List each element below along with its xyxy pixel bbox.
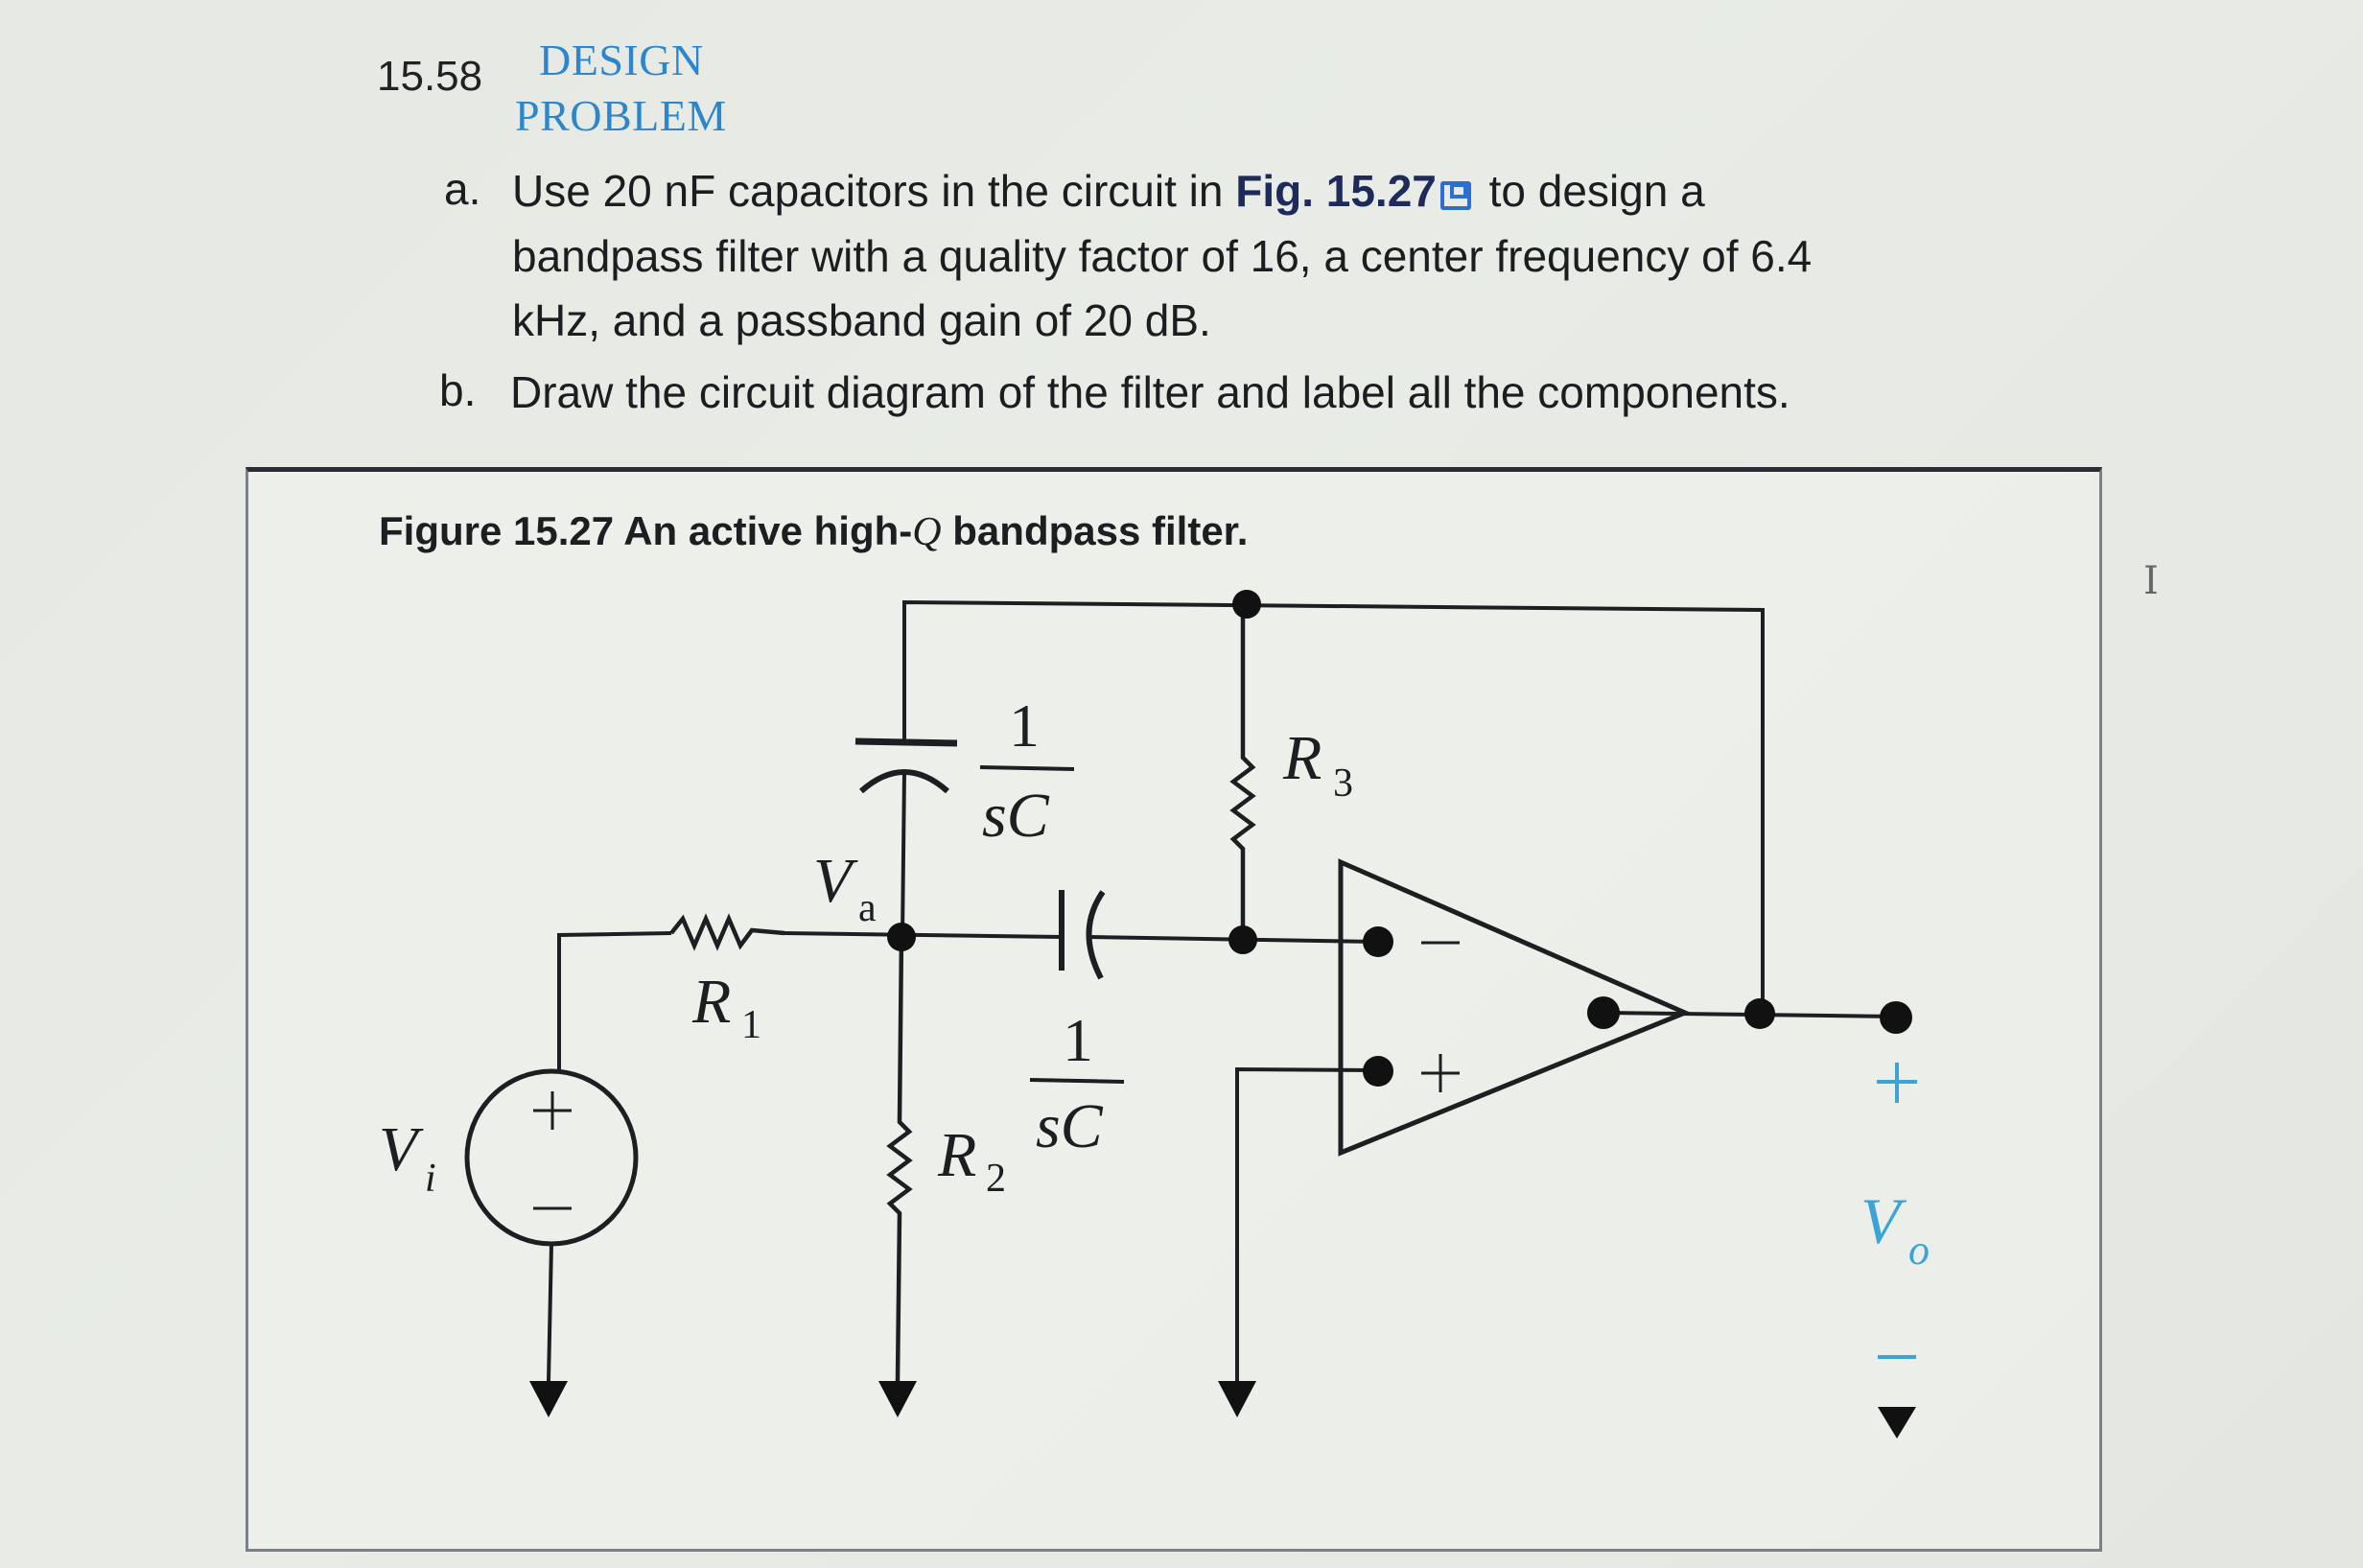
part-a-marker: a.: [444, 164, 481, 214]
design-problem-tag-line1: DESIGN: [539, 35, 704, 84]
top-feedback-wire: [902, 599, 1765, 1013]
part-a-line1: Use 20 nF capacitors in the circuit in F…: [512, 165, 1705, 217]
ground-opamp-icon: [1218, 1381, 1256, 1417]
label-r1: R: [691, 967, 731, 1037]
r3-resistor: [1229, 602, 1256, 938]
caption-text: Figure 15.27 An active high-: [379, 508, 913, 553]
top-capacitor-lead: [901, 771, 906, 938]
caption-text-end: bandpass filter.: [941, 508, 1249, 553]
caption-q: Q: [912, 510, 942, 554]
top-capacitor-plate: [854, 737, 958, 747]
label-r2-sub: 2: [986, 1157, 1006, 1201]
r2-resistor: [886, 936, 913, 1382]
label-va: V: [813, 846, 858, 916]
opamp-inverting-input: [1363, 926, 1393, 957]
label-vi: V: [379, 1114, 424, 1184]
node-top: [1232, 590, 1261, 619]
source-ground-wire: [547, 1243, 553, 1382]
input-wire: [557, 931, 672, 1071]
series-cap-fraction-bar: [1029, 1078, 1125, 1084]
problem-number: 15.58: [377, 53, 483, 100]
part-b-line1: Draw the circuit diagram of the filter a…: [510, 367, 1790, 417]
part-a-line1-post: to design a: [1476, 166, 1705, 216]
label-va-sub: a: [858, 886, 877, 930]
label-vo-sub: o: [1908, 1227, 1930, 1274]
top-cap-numerator: 1: [1009, 691, 1040, 760]
ground-output-icon: [1878, 1407, 1916, 1439]
noninverting-ground-wire: [1235, 1066, 1376, 1381]
label-r3: R: [1282, 723, 1322, 793]
opamp-noninverting-input: [1363, 1056, 1393, 1087]
series-cap-numerator: 1: [1063, 1006, 1093, 1074]
part-a-line2: bandpass filter with a quality factor of…: [512, 231, 1813, 281]
label-r1-sub: 1: [741, 1003, 761, 1047]
part-a-line3: kHz, and a passband gain of 20 dB.: [512, 295, 1211, 345]
label-vo: V: [1860, 1184, 1907, 1257]
node-r3-bottom: [1228, 925, 1257, 954]
middle-wire-left: [784, 931, 1063, 939]
ground-source-icon: [529, 1381, 568, 1417]
part-a-line1-pre: Use 20 nF capacitors in the circuit in: [512, 166, 1236, 216]
top-cap-fraction-bar: [979, 765, 1075, 771]
series-capacitor-curved-plate: [1086, 890, 1106, 980]
series-cap-denominator: sC: [1036, 1091, 1104, 1161]
design-problem-tag-line2: PROBLEM: [515, 91, 727, 140]
figure-caption: Figure 15.27 An active high-Q bandpass f…: [379, 508, 1248, 555]
label-r3-sub: 3: [1333, 761, 1353, 806]
op-amp: [1338, 858, 1692, 1157]
label-vi-sub: i: [425, 1157, 436, 1201]
text-cursor-icon: I: [2143, 559, 2159, 603]
label-r2: R: [937, 1120, 976, 1190]
output-terminal: [1880, 1001, 1912, 1034]
figure-frame: [246, 467, 2102, 1552]
node-output: [1744, 998, 1775, 1029]
node-va: [887, 923, 916, 951]
external-link-icon[interactable]: [1439, 181, 1471, 210]
ground-r2-icon: [878, 1381, 917, 1417]
figure-reference-link[interactable]: Fig. 15.27: [1235, 166, 1437, 216]
top-cap-denominator: sC: [982, 781, 1050, 851]
opamp-output-pin: [1587, 996, 1620, 1029]
r1-resistor: [669, 913, 785, 951]
part-b-marker: b.: [439, 365, 477, 415]
